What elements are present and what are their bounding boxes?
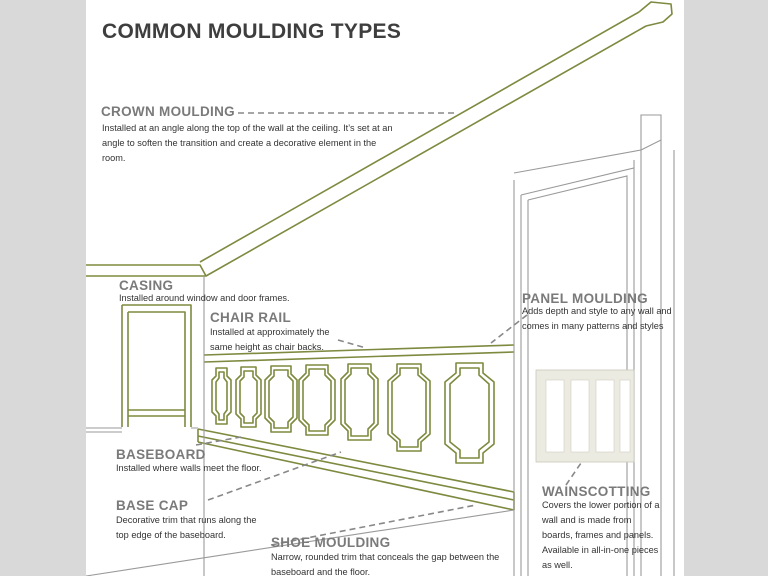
casing-heading: CASING <box>119 278 174 293</box>
wall-panels-shape <box>211 362 495 464</box>
panel-moulding-heading: PANEL MOULDING <box>522 291 648 306</box>
crown-moulding-description: Installed at an angle along the top of t… <box>102 123 393 163</box>
crown-moulding-shape <box>86 1 673 277</box>
room-illustration <box>86 1 675 576</box>
diagram-canvas: COMMON MOULDING TYPES CROWN MOULDING Ins… <box>86 0 684 576</box>
casing-shape <box>121 304 192 427</box>
base-cap-heading: BASE CAP <box>116 498 189 513</box>
chair-rail-description: Installed at approximately the same heig… <box>210 327 330 352</box>
baseboard-description: Installed where walls meet the floor. <box>116 463 262 473</box>
wainscotting-shape <box>535 369 635 463</box>
page-title: COMMON MOULDING TYPES <box>102 20 402 43</box>
casing-description: Installed around window and door frames. <box>119 293 290 303</box>
wainscotting-heading: WAINSCOTTING <box>542 484 651 499</box>
panel-moulding-description: Adds depth and style to any wall and com… <box>522 306 672 331</box>
chair-rail-shape <box>203 344 515 363</box>
crown-moulding-heading: CROWN MOULDING <box>101 104 235 119</box>
base-cap-description: Decorative trim that runs along the top … <box>116 515 257 540</box>
shoe-moulding-heading: SHOE MOULDING <box>271 535 391 550</box>
baseboard-heading: BASEBOARD <box>116 447 206 462</box>
leader-lines <box>195 112 582 546</box>
wainscotting-description: Covers the lower portion of a wall and i… <box>542 500 660 570</box>
chair-rail-heading: CHAIR RAIL <box>210 310 291 325</box>
shoe-moulding-description: Narrow, rounded trim that conceals the g… <box>271 552 500 576</box>
